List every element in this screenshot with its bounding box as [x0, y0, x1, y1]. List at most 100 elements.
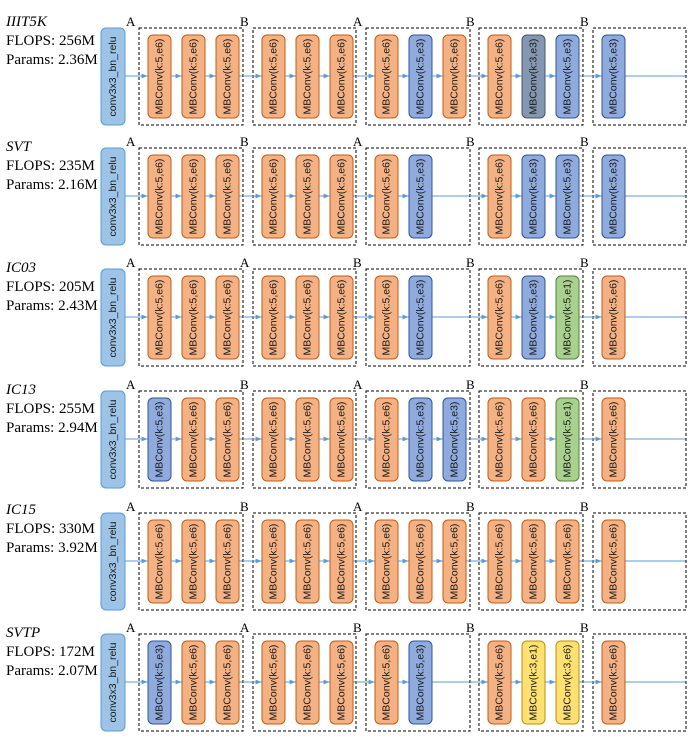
stem-label: conv3x3_bn_relu: [107, 36, 119, 116]
mbconv-block: [442, 519, 467, 604]
mbconv-block: [555, 519, 580, 604]
stage-letter: B: [466, 377, 475, 392]
network-row: conv3x3_bn_relu A MBConv(k:5,e6) MBConv(k:5…: [100, 255, 687, 367]
network-flops: FLOPS: 255M: [6, 401, 95, 417]
mbconv-label: MBConv(k:5,e6): [494, 280, 506, 356]
stem-label: conv3x3_bn_relu: [107, 277, 119, 357]
mbconv-block: [215, 397, 240, 482]
mbconv-label: MBConv(k:5,e6): [222, 645, 234, 721]
mbconv-label: MBConv(k:3,e1): [528, 645, 540, 721]
mbconv-block: [215, 640, 240, 725]
network-params: Params: 2.94M: [6, 420, 98, 436]
network-row: conv3x3_bn_reluAMBConv(k:5,e3)MBConv(k:5…: [100, 620, 687, 732]
mbconv-block: [601, 519, 626, 604]
mbconv-label: MBConv(k:5,e6): [494, 39, 506, 115]
network-name: SVTP: [6, 625, 41, 641]
network-params: Params: 3.92M: [6, 540, 98, 556]
mbconv-label: MBConv(k:3,e3): [528, 39, 540, 115]
mbconv-label: MBConv(k:5,e6): [381, 159, 393, 235]
stage-letter: B: [466, 499, 475, 514]
mbconv-block: [442, 34, 467, 119]
mbconv-label: MBConv(k:5,e3): [415, 280, 427, 356]
stage-letter: A: [353, 134, 363, 149]
stage-letter: B: [240, 377, 249, 392]
mbconv-label: MBConv(k:5,e6): [154, 39, 166, 115]
mbconv-label: MBConv(k:5,e6): [381, 280, 393, 356]
mbconv-label: MBConv(k:5,e6): [608, 402, 620, 478]
network-row: conv3x3_bn_reluAMBConv(k:5,e6)MBConv(k:5…: [100, 134, 687, 246]
mbconv-label: MBConv(k:5,e6): [336, 402, 348, 478]
network-info: IC13 FLOPS: 255M Params: 2.94M: [6, 381, 106, 438]
mbconv-block: [215, 519, 240, 604]
stage-letter: A: [126, 255, 136, 270]
mbconv-label: MBConv(k:5,e1): [562, 402, 574, 478]
stage-letter: A: [353, 499, 363, 514]
network-info: SVT FLOPS: 235M Params: 2.16M: [6, 138, 106, 195]
stage-letter: B: [580, 377, 589, 392]
mbconv-label: MBConv(k:5,e6): [415, 524, 427, 600]
mbconv-block: [442, 397, 467, 482]
mbconv-block: [329, 397, 354, 482]
mbconv-label: MBConv(k:5,e6): [528, 402, 540, 478]
stage-letter: B: [240, 14, 249, 29]
mbconv-block: [329, 34, 354, 119]
mbconv-label: MBConv(k:5,e6): [336, 39, 348, 115]
mbconv-label: MBConv(k:5,e6): [188, 159, 200, 235]
stage-letter: A: [126, 377, 136, 392]
network-name: SVT: [6, 139, 32, 155]
stage-letter: B: [466, 255, 475, 270]
mbconv-block: [408, 275, 433, 360]
mbconv-label: MBConv(k:5,e6): [302, 280, 314, 356]
stage-letter: B: [580, 14, 589, 29]
mbconv-label: MBConv(k:5,e3): [449, 402, 461, 478]
mbconv-label: MBConv(k:5,e6): [268, 524, 280, 600]
mbconv-label: MBConv(k:5,e6): [528, 524, 540, 600]
network-params: Params: 2.16M: [6, 177, 98, 193]
mbconv-label: MBConv(k:5,e6): [336, 280, 348, 356]
network-info: IIIT5K FLOPS: 256M Params: 2.36M: [6, 13, 106, 70]
stage-letter: B: [580, 499, 589, 514]
mbconv-label: MBConv(k:5,e6): [608, 524, 620, 600]
stage-letter: B: [353, 255, 362, 270]
network-row: conv3x3_bn_reluAMBConv(k:5,e3)MBConv(k:5…: [100, 377, 687, 489]
mbconv-label: MBConv(k:5,e6): [336, 524, 348, 600]
mbconv-label: MBConv(k:5,e6): [188, 402, 200, 478]
mbconv-label: MBConv(k:5,e3): [415, 159, 427, 235]
mbconv-label: MBConv(k:5,e3): [154, 402, 166, 478]
network-flops: FLOPS: 330M: [6, 521, 95, 537]
network-params: Params: 2.36M: [6, 52, 98, 68]
mbconv-label: MBConv(k:5,e6): [302, 159, 314, 235]
stem-label: conv3x3_bn_relu: [107, 642, 119, 722]
mbconv-label: MBConv(k:5,e6): [336, 159, 348, 235]
network-params: Params: 2.43M: [6, 298, 98, 314]
mbconv-label: MBConv(k:5,e6): [302, 402, 314, 478]
mbconv-label: MBConv(k:5,e6): [302, 524, 314, 600]
mbconv-label: MBConv(k:5,e6): [222, 159, 234, 235]
mbconv-label: MBConv(k:5,e6): [494, 524, 506, 600]
mbconv-label: MBConv(k:5,e6): [268, 280, 280, 356]
mbconv-label: MBConv(k:5,e6): [302, 39, 314, 115]
mbconv-block: [555, 397, 580, 482]
mbconv-block: [215, 34, 240, 119]
network-flops: FLOPS: 172M: [6, 644, 95, 660]
mbconv-label: MBConv(k:5,e6): [381, 402, 393, 478]
mbconv-block: [215, 154, 240, 239]
mbconv-label: MBConv(k:5,e3): [528, 159, 540, 235]
network-row: conv3x3_bn_relu A MBConv(k:5,e6) MBConv(k:5…: [100, 14, 687, 126]
stage-letter: A: [353, 14, 363, 29]
mbconv-label: MBConv(k:5,e6): [562, 524, 574, 600]
mbconv-block: [555, 34, 580, 119]
mbconv-label: MBConv(k:5,e6): [449, 39, 461, 115]
mbconv-label: MBConv(k:5,e6): [188, 524, 200, 600]
network-name: IC15: [6, 502, 36, 518]
mbconv-block: [555, 275, 580, 360]
stage-letter: B: [353, 620, 362, 635]
stage-letter: A: [240, 620, 250, 635]
network-flops: FLOPS: 205M: [6, 279, 95, 295]
network-params: Params: 2.07M: [6, 663, 98, 679]
mbconv-label: MBConv(k:5,e3): [608, 159, 620, 235]
mbconv-label: MBConv(k:5,e6): [268, 39, 280, 115]
stage-letter: B: [580, 620, 589, 635]
mbconv-label: MBConv(k:5,e1): [562, 280, 574, 356]
mbconv-block: [329, 519, 354, 604]
